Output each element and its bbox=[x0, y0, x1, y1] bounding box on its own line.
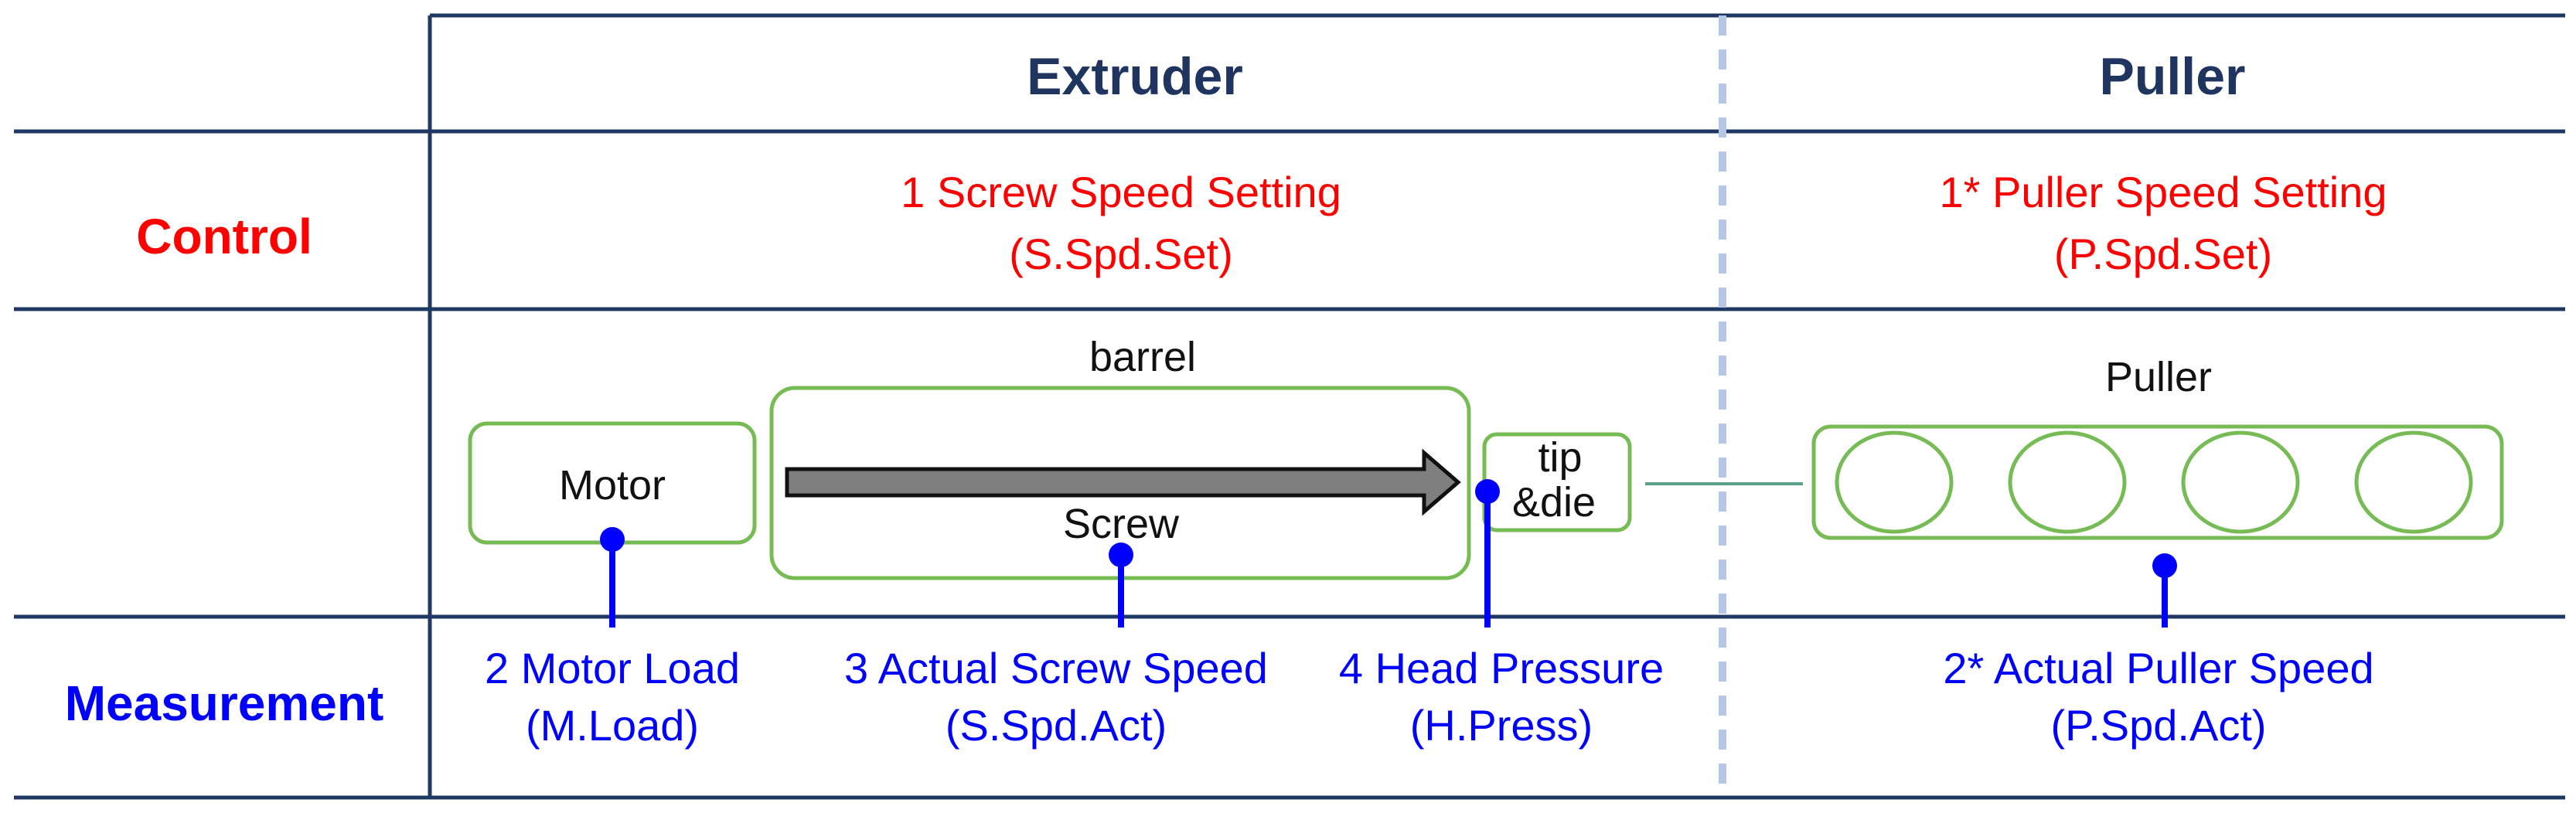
puller-roller-1 bbox=[1835, 430, 1954, 534]
control-screw-speed-setting: 1 Screw Speed Setting bbox=[901, 168, 1341, 216]
header-puller: Puller bbox=[2100, 47, 2246, 106]
meas-motor-load: 2 Motor Load bbox=[485, 644, 740, 692]
puller-roller-3 bbox=[2181, 430, 2300, 534]
row-label-control: Control bbox=[136, 209, 312, 264]
probe-puller-speed bbox=[2152, 553, 2177, 628]
meas-motor-load-abbrev: (M.Load) bbox=[526, 701, 699, 750]
puller-roller-2 bbox=[2008, 430, 2127, 534]
screw-label: Screw bbox=[1063, 501, 1180, 547]
meas-screw-speed: 3 Actual Screw Speed bbox=[844, 644, 1268, 692]
meas-puller-speed: 2* Actual Puller Speed bbox=[1943, 644, 2373, 692]
puller-label: Puller bbox=[2105, 354, 2212, 400]
tip-label: tip bbox=[1538, 434, 1582, 481]
motor-label: Motor bbox=[559, 462, 666, 509]
meas-puller-speed-abbrev: (P.Spd.Act) bbox=[2050, 701, 2266, 750]
probe-head-pressure-dot bbox=[1475, 479, 1500, 504]
row-label-measurement: Measurement bbox=[65, 675, 384, 731]
puller-box bbox=[1811, 424, 2504, 540]
probe-puller-speed-dot bbox=[2152, 553, 2177, 578]
meas-head-pressure-abbrev: (H.Press) bbox=[1410, 701, 1593, 750]
control-puller-speed-setting: 1* Puller Speed Setting bbox=[1939, 168, 2387, 216]
puller-roller-4 bbox=[2354, 430, 2473, 534]
meas-screw-speed-abbrev: (S.Spd.Act) bbox=[946, 701, 1167, 750]
probe-head-pressure bbox=[1475, 479, 1500, 628]
screw-arrow bbox=[785, 448, 1461, 516]
header-extruder: Extruder bbox=[1027, 47, 1243, 106]
table-grid bbox=[14, 13, 2565, 800]
control-puller-speed-abbrev: (P.Spd.Set) bbox=[2054, 230, 2272, 278]
probe-screw-speed-dot bbox=[1109, 543, 1133, 567]
meas-head-pressure: 4 Head Pressure bbox=[1339, 644, 1664, 692]
probe-motor-load bbox=[600, 527, 625, 628]
control-screw-speed-abbrev: (S.Spd.Set) bbox=[1009, 230, 1232, 278]
barrel-label: barrel bbox=[1089, 334, 1196, 380]
probe-motor-load-dot bbox=[600, 527, 625, 552]
die-label: &die bbox=[1512, 479, 1596, 526]
probe-screw-speed bbox=[1109, 543, 1133, 628]
